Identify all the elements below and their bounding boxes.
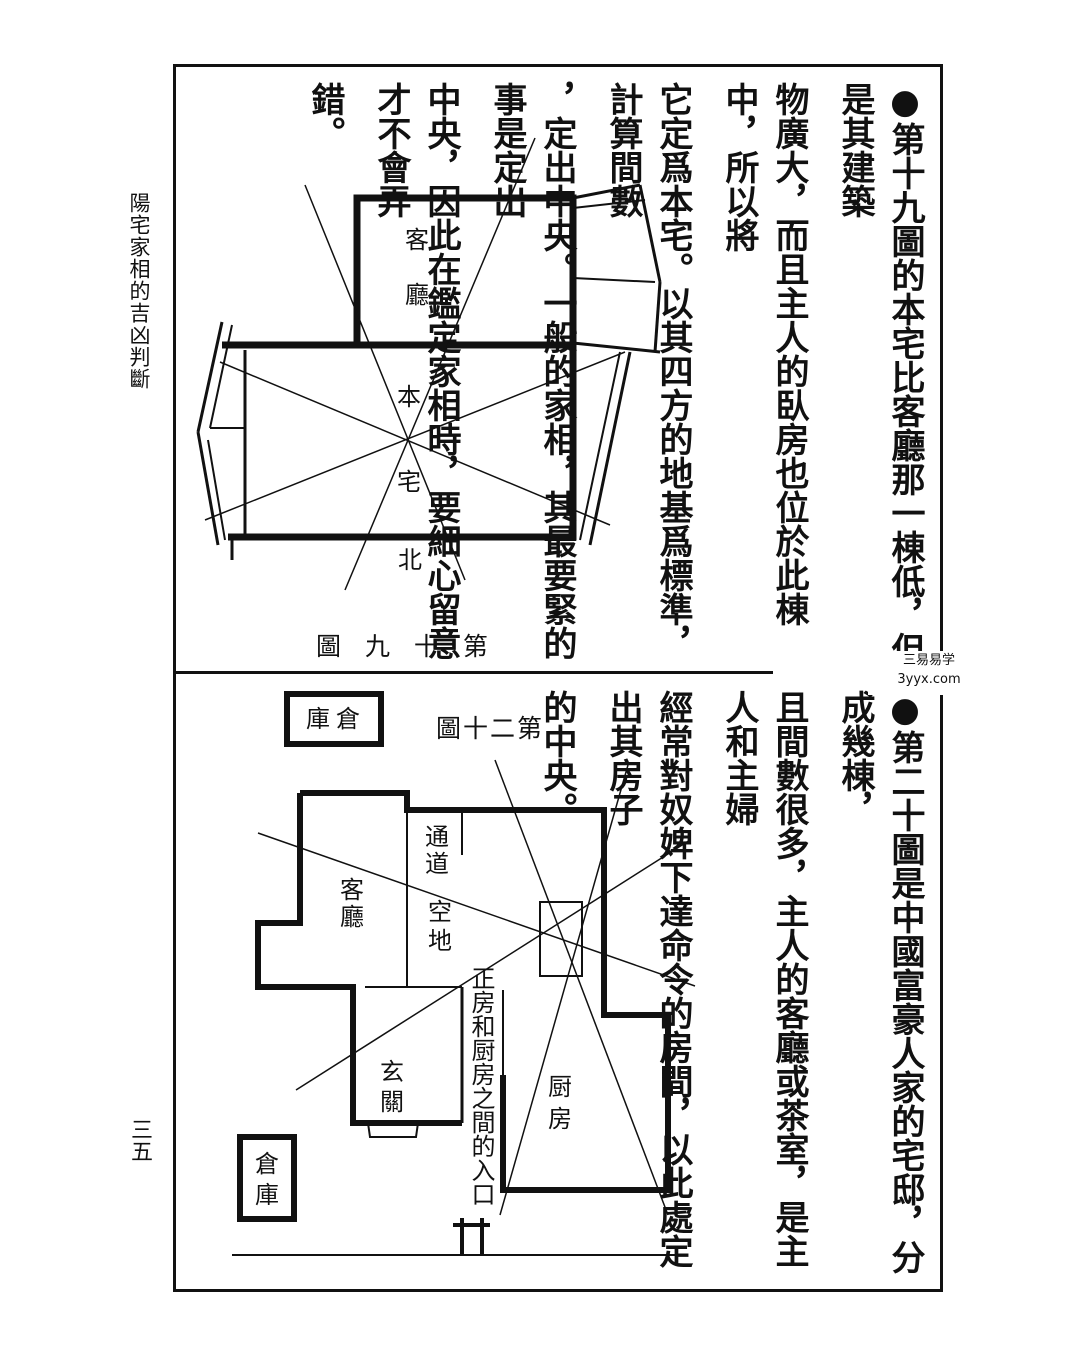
paragraph-line: 錯。 bbox=[305, 82, 345, 150]
paragraph-figure-19: ●第十九圖的本宅比客廳那一棟低，但是其建築 物廣大，而且主人的臥房也位於此棟中，… bbox=[305, 82, 930, 667]
building-outline-left bbox=[255, 793, 462, 1126]
annex-line bbox=[207, 439, 226, 541]
paragraph-line: 且間數很多，主人的客廳或茶室，是主人和主婦 bbox=[719, 690, 809, 1268]
warehouse-bottom-box bbox=[237, 1134, 297, 1222]
paragraph-figure-20: ●第二十圖是中國富豪人家的宅邸，分成幾棟， 且間數很多，主人的客廳或茶室，是主人… bbox=[537, 690, 930, 1290]
annex-line bbox=[572, 183, 641, 200]
page-number: 三五 bbox=[127, 1118, 152, 1162]
fig20-living-room-label-1: 客 bbox=[340, 876, 364, 904]
living-room-outline bbox=[353, 194, 577, 540]
paragraph-line: 物廣大，而且主人的臥房也位於此棟中，所以將 bbox=[719, 82, 809, 626]
paragraph-line: 的中央。 bbox=[537, 690, 577, 826]
fig20-passage-label-1: 通 bbox=[425, 823, 449, 851]
annex-line bbox=[579, 351, 621, 541]
fig20-passage-label-2: 道 bbox=[425, 850, 449, 878]
fig20-kitchen-label-2: 房 bbox=[548, 1105, 572, 1133]
fig20-warehouse-bottom-label-2: 庫 bbox=[255, 1181, 279, 1209]
center-diagonal bbox=[304, 184, 466, 581]
watermark-line-1: 三易易学 bbox=[902, 653, 955, 668]
center-diagonal bbox=[295, 839, 691, 1091]
fig20-vestibule-label-1: 玄 bbox=[380, 1058, 404, 1086]
fig19-north-label: 北 bbox=[398, 546, 422, 574]
fig20-kitchen-label-1: 厨 bbox=[548, 1073, 572, 1101]
fig20-vestibule-label-2: 關 bbox=[380, 1088, 404, 1116]
annex-line bbox=[572, 277, 656, 283]
center-diagonal bbox=[344, 137, 536, 591]
center-diagonal bbox=[219, 361, 611, 526]
annex-line bbox=[588, 351, 632, 546]
paragraph-line: ●第二十圖是中國富豪人家的宅邸，分成幾棟， bbox=[835, 690, 925, 1274]
annex-line bbox=[638, 184, 662, 283]
annex-line bbox=[196, 321, 224, 433]
annex-line bbox=[572, 341, 661, 354]
fig19-caption: 圖 九 十 第 bbox=[316, 632, 496, 661]
fig20-caption: 圖十二第 bbox=[436, 714, 544, 743]
paragraph-line: 它定爲本宅。以其四方的地基爲標準，計算間數 bbox=[603, 82, 693, 660]
fig20-entry-label: 正房和厨房之間的入口 bbox=[467, 966, 495, 1206]
figure-19-plan bbox=[196, 137, 662, 591]
annex-line bbox=[209, 324, 233, 429]
watermark-line-2: 3yyx.com bbox=[897, 672, 961, 687]
center-diagonal bbox=[494, 759, 669, 1216]
figure-20-plan bbox=[232, 691, 696, 1256]
building-outline-right bbox=[300, 790, 671, 1193]
fig20-living-room-label-2: 廳 bbox=[340, 903, 364, 931]
annex-line bbox=[572, 199, 646, 209]
center-diagonal bbox=[257, 832, 696, 987]
fig19-living-room-label-1: 客 bbox=[405, 226, 429, 254]
fig20-warehouse-bottom-label-1: 倉 bbox=[255, 1150, 279, 1178]
fig19-main-house-label-2: 宅 bbox=[397, 468, 421, 496]
fig19-living-room-label-2: 廳 bbox=[405, 281, 429, 309]
fig20-warehouse-top-label: 庫倉 bbox=[306, 705, 366, 733]
center-box bbox=[539, 901, 583, 977]
center-diagonal bbox=[499, 764, 629, 1216]
annex-line bbox=[196, 431, 220, 546]
paragraph-line: ●第十九圖的本宅比客廳那一棟低，但是其建築 bbox=[835, 82, 925, 666]
running-head: 陽宅家相的吉凶判斷 bbox=[127, 192, 151, 390]
center-diagonal bbox=[204, 351, 626, 521]
section-divider bbox=[173, 671, 773, 674]
vestibule-step bbox=[367, 1122, 419, 1138]
warehouse-top-box bbox=[284, 691, 384, 747]
annex-line bbox=[653, 281, 662, 353]
fig20-open-space-label-1: 空 bbox=[428, 898, 452, 926]
fig20-open-space-label-2: 地 bbox=[428, 927, 452, 955]
fig19-main-house-label-1: 本 bbox=[397, 383, 421, 411]
watermark: 三易易学 3yyx.com bbox=[868, 651, 990, 695]
